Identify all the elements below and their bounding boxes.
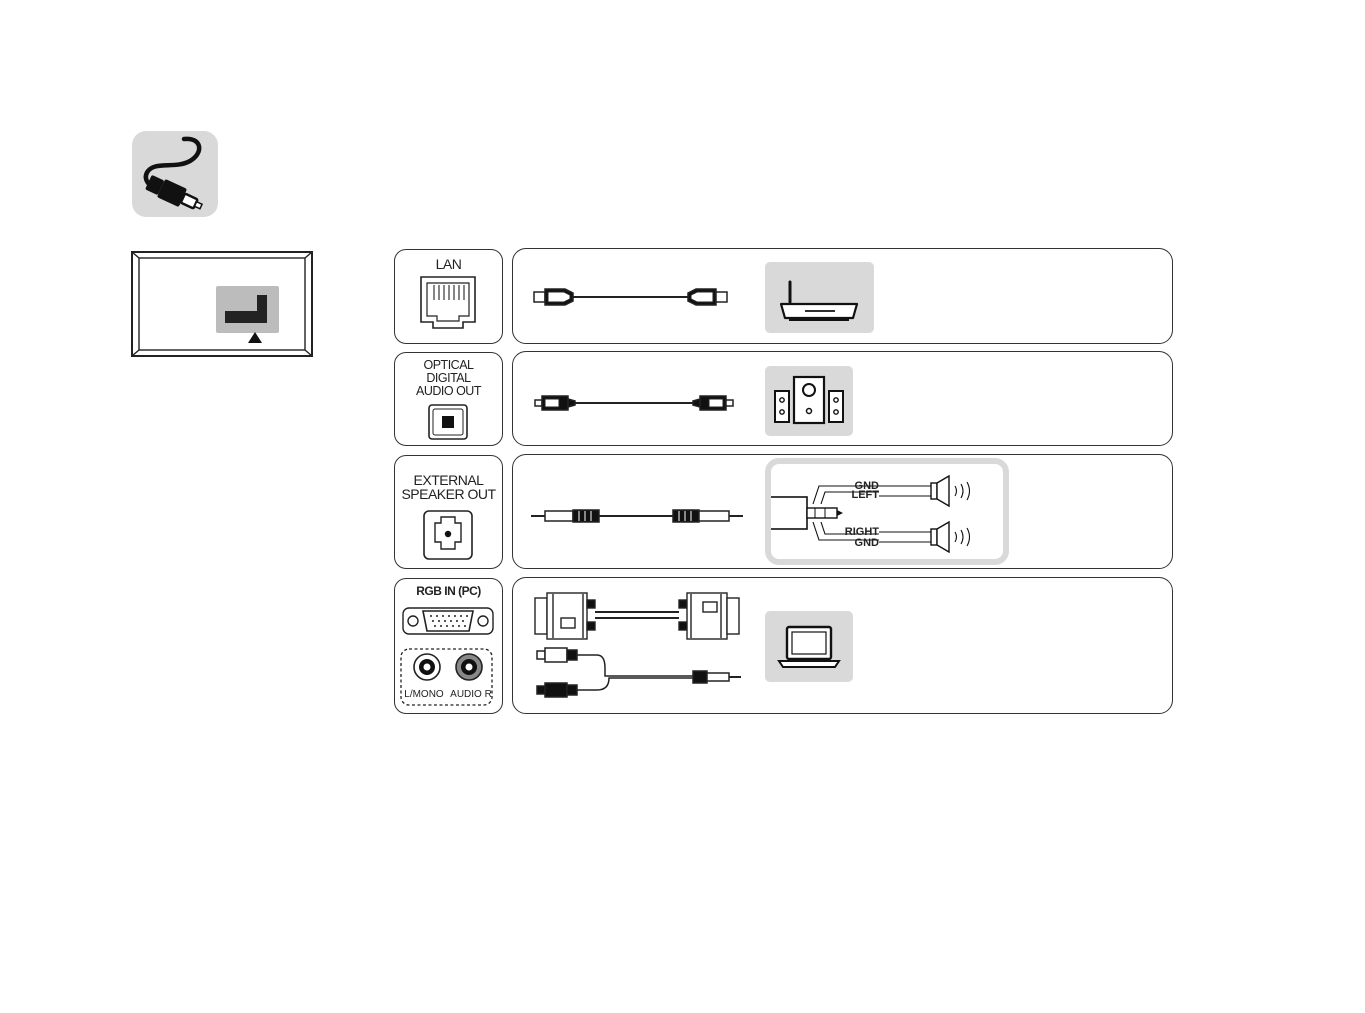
audio-port-label-right: AUDIO R: [450, 689, 492, 700]
tv-rear-panel-icon: [131, 251, 313, 357]
speaker-jack-port-icon: [395, 456, 504, 570]
speaker-wiring-icon: GND LEFT RIGHT GND: [765, 458, 1009, 565]
audio-port-label-left: L/MONO: [404, 689, 444, 700]
connection-external-speaker: GND LEFT RIGHT GND: [512, 454, 1173, 569]
laptop-icon: [765, 611, 853, 682]
connection-lan: [512, 248, 1173, 344]
vga-cable-icon: [513, 578, 753, 715]
connection-rgb-in: [512, 577, 1173, 714]
vga-audio-port-icon: L/MONO AUDIO R: [395, 579, 504, 715]
cable-category-icon: [132, 131, 218, 217]
wiring-label-left: LEFT: [852, 489, 880, 501]
wiring-label-gnd-bottom: GND: [855, 537, 880, 549]
port-rgb-in: RGB IN (PC) L/MONO AUDIO R: [394, 578, 503, 714]
port-external-speaker: EXTERNAL SPEAKER OUT: [394, 455, 503, 569]
port-lan: LAN: [394, 249, 503, 344]
connection-optical: [512, 351, 1173, 446]
optical-port-icon: [395, 353, 504, 447]
optical-cable-icon: [513, 352, 753, 447]
lan-cable-icon: [513, 249, 753, 345]
port-optical: OPTICAL DIGITAL AUDIO OUT: [394, 352, 503, 446]
router-icon: [765, 262, 874, 333]
audio-jack-cable-icon: [513, 455, 753, 570]
ethernet-port-icon: [395, 250, 504, 345]
speaker-system-icon: [765, 366, 853, 436]
